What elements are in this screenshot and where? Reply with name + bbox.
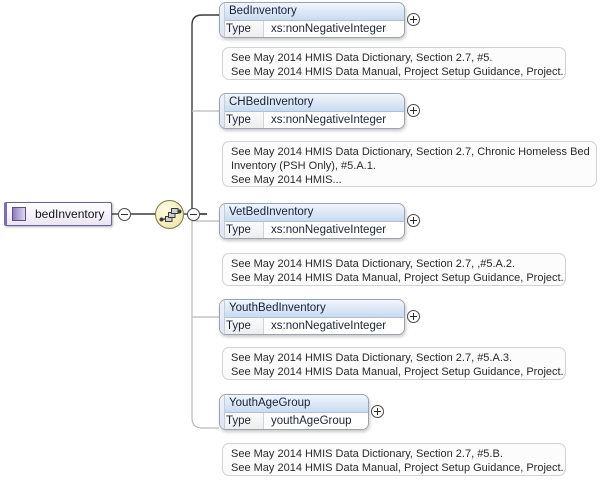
root-collapse-toggle[interactable]	[118, 208, 131, 221]
node-left-edge	[220, 94, 225, 128]
expand-toggle-youthbedinventory[interactable]	[407, 310, 420, 323]
node-type-row: Type xs:nonNegativeInteger	[220, 21, 404, 37]
node-left-edge	[220, 3, 225, 37]
element-swatch-icon	[12, 207, 26, 221]
schema-node-chbedinventory[interactable]: CHBedInventory Type xs:nonNegativeIntege…	[219, 93, 405, 129]
sequence-collapse-toggle[interactable]	[187, 208, 200, 221]
node-type-key: Type	[220, 413, 264, 429]
node-type-value: xs:nonNegativeInteger	[264, 112, 404, 128]
node-title: YouthBedInventory	[220, 300, 404, 318]
node-type-key: Type	[220, 21, 264, 37]
expand-toggle-chbedinventory[interactable]	[407, 104, 420, 117]
node-left-edge	[220, 204, 225, 238]
schema-node-youthbedinventory[interactable]: YouthBedInventory Type xs:nonNegativeInt…	[219, 299, 405, 335]
schema-node-youthagegroup[interactable]: YouthAgeGroup Type youthAgeGroup	[219, 394, 369, 430]
node-title: YouthAgeGroup	[220, 395, 368, 413]
annotation-chbedinventory: See May 2014 HMIS Data Dictionary, Secti…	[222, 141, 597, 187]
annotation-vetbedinventory: See May 2014 HMIS Data Dictionary, Secti…	[222, 253, 566, 286]
annotation-youthagegroup: See May 2014 HMIS Data Dictionary, Secti…	[222, 443, 566, 476]
node-left-edge	[220, 300, 225, 334]
schema-node-bedinventory[interactable]: BedInventory Type xs:nonNegativeInteger	[219, 2, 405, 38]
sequence-icon[interactable]	[155, 200, 184, 229]
annotation-youthbedinventory: See May 2014 HMIS Data Dictionary, Secti…	[222, 347, 566, 380]
node-type-row: Type youthAgeGroup	[220, 413, 368, 429]
node-type-value: xs:nonNegativeInteger	[264, 318, 404, 334]
expand-toggle-youthagegroup[interactable]	[371, 405, 384, 418]
node-title: VetBedInventory	[220, 204, 404, 222]
node-title: BedInventory	[220, 3, 404, 21]
node-type-key: Type	[220, 222, 264, 238]
node-title: CHBedInventory	[220, 94, 404, 112]
expand-toggle-bedinventory[interactable]	[407, 13, 420, 26]
node-type-value: youthAgeGroup	[264, 413, 368, 429]
annotation-bedinventory: See May 2014 HMIS Data Dictionary, Secti…	[222, 47, 566, 80]
node-type-row: Type xs:nonNegativeInteger	[220, 222, 404, 238]
root-element-bedinventory[interactable]: bedInventory	[4, 202, 112, 226]
node-type-key: Type	[220, 318, 264, 334]
schema-node-vetbedinventory[interactable]: VetBedInventory Type xs:nonNegativeInteg…	[219, 203, 405, 239]
node-type-key: Type	[220, 112, 264, 128]
node-left-edge	[220, 395, 225, 429]
node-type-value: xs:nonNegativeInteger	[264, 21, 404, 37]
node-type-value: xs:nonNegativeInteger	[264, 222, 404, 238]
expand-toggle-vetbedinventory[interactable]	[407, 214, 420, 227]
root-element-label: bedInventory	[35, 207, 105, 221]
node-type-row: Type xs:nonNegativeInteger	[220, 112, 404, 128]
node-type-row: Type xs:nonNegativeInteger	[220, 318, 404, 334]
